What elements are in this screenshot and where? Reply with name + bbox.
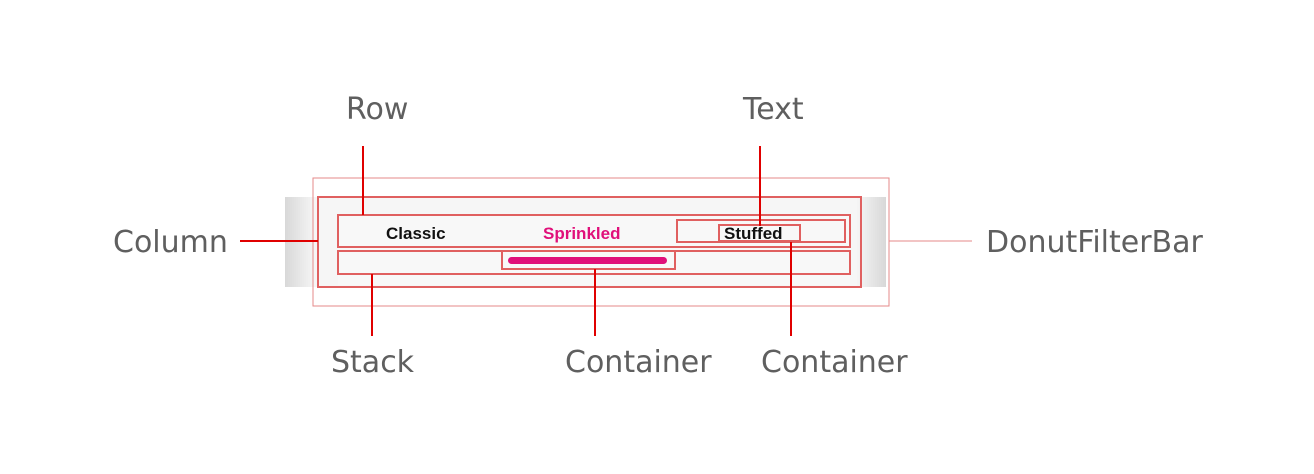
callout-donut-filter-bar: DonutFilterBar	[986, 225, 1203, 260]
callout-column: Column	[113, 225, 228, 260]
tab-sprinkled[interactable]: Sprinkled	[543, 224, 621, 243]
row-box	[337, 214, 851, 248]
callout-text: Text	[743, 92, 804, 127]
callout-container-indicator: Container	[565, 345, 712, 380]
callout-container-tab: Container	[761, 345, 908, 380]
callout-stack: Stack	[331, 345, 415, 380]
tab-classic[interactable]: Classic	[386, 224, 446, 243]
indicator-container-box	[501, 250, 676, 270]
text-box	[718, 224, 801, 242]
callout-row: Row	[346, 92, 409, 127]
tab-stuffed[interactable]: Stuffed	[724, 224, 783, 243]
selection-indicator	[508, 257, 667, 264]
